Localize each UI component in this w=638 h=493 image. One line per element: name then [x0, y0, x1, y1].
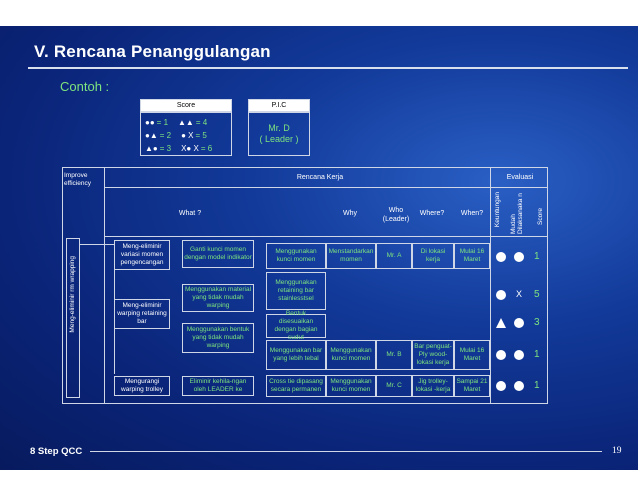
- circle-mark-icon: [514, 318, 524, 328]
- who-cell: Mr. B: [376, 340, 412, 370]
- rencana-header: Rencana Kerja: [296, 174, 344, 181]
- divider: [104, 236, 548, 237]
- page-number: 19: [612, 446, 622, 456]
- legend-row-3: ▲● = 3 X● X = 6: [145, 142, 212, 154]
- score-value: 5: [534, 289, 540, 300]
- legend-value: = 5: [195, 130, 207, 140]
- improve-label: Improve efficiency: [64, 172, 91, 187]
- divider: [490, 167, 491, 404]
- cause-cell: Menggunakan bentuk yang tidak mudah warp…: [182, 323, 254, 353]
- where-cell: Bar penguat-Ply wood-lokasi kerja: [412, 340, 454, 370]
- pic-role: ( Leader ): [259, 134, 299, 144]
- group-cell: Mengurangi warping trolley: [114, 376, 170, 396]
- score-legend-box: [140, 111, 232, 156]
- legend-symbol-right: ▲▲: [178, 117, 194, 127]
- legend-value: = 3: [159, 143, 172, 153]
- when-header: When?: [460, 210, 484, 217]
- legend-symbol-left: ●●: [145, 117, 155, 127]
- circle-mark-icon: [514, 381, 524, 391]
- eval-col-keuntungan: Keuntungan: [494, 192, 501, 228]
- legend-symbol-left: ●▲: [145, 130, 158, 140]
- cause-cell: Eliminir kehila-ngan oleh LEADER ke: [182, 376, 254, 396]
- group-cell: Meng-eliminir variasi momen pengencangan: [114, 240, 170, 270]
- eval-col-mudah: Mudah Dilaksanaka n: [510, 193, 524, 234]
- circle-mark-icon: [514, 350, 524, 360]
- where-cell: Di lokasi kerja: [412, 243, 454, 269]
- slide: V. Rencana Penanggulangan Contoh : Score…: [0, 26, 638, 470]
- circle-mark-icon: [496, 350, 506, 360]
- who-cell: Mr. C: [376, 375, 412, 397]
- legend-value: = 1: [156, 117, 169, 127]
- score-value: 1: [534, 380, 540, 391]
- why-header: Why: [343, 210, 357, 217]
- who-header: Who (Leader): [382, 207, 410, 223]
- action-cell: Cross tie dipasang secara permanen: [266, 375, 326, 397]
- divider: [104, 167, 105, 404]
- connector: [80, 244, 114, 245]
- plan-table: [62, 167, 548, 404]
- cause-cell: Menggunakan material yang tidak mudah wa…: [182, 284, 254, 312]
- side-label-box: [66, 238, 80, 398]
- evaluasi-header: Evaluasi: [506, 174, 534, 181]
- circle-mark-icon: [514, 252, 524, 262]
- when-cell: Mulai 16 Maret: [454, 340, 490, 370]
- group-cell: Meng-eliminir warping retaining bar: [114, 299, 170, 329]
- where-header: Where?: [419, 210, 445, 217]
- triangle-mark-icon: [496, 318, 506, 328]
- footer-label: 8 Step QCC: [30, 446, 83, 457]
- why-cell: Menggunakan kunci momen: [326, 375, 376, 397]
- pic-header: P.I.C: [248, 99, 310, 113]
- side-label: Meng-eliminir rm wrapping: [69, 256, 76, 333]
- action-cell: Menggunakan bar yang lebih tebal: [266, 340, 326, 370]
- title-rule: [28, 67, 628, 69]
- legend-symbol-left: ▲●: [145, 143, 158, 153]
- footer-rule: [90, 451, 602, 452]
- when-cell: Sampai 21 Maret: [454, 375, 490, 397]
- eval-col-score: Score: [537, 208, 544, 225]
- why-cell: Menstandarkan momen: [326, 243, 376, 269]
- score-header: Score: [140, 99, 232, 113]
- legend-row-1: ●● = 1 ▲▲ = 4: [145, 116, 207, 128]
- action-cell: Menggunakan retaining bar stainlesstsel: [266, 272, 326, 310]
- example-label: Contoh :: [60, 79, 110, 94]
- score-value: 1: [534, 251, 540, 262]
- circle-mark-icon: [496, 252, 506, 262]
- legend-value: = 2: [159, 130, 172, 140]
- circle-mark-icon: [496, 381, 506, 391]
- legend-symbol-right: ● X: [181, 130, 194, 140]
- where-cell: Jig trolley-lokasi -kerja: [412, 375, 454, 397]
- action-cell: Menggunakan kunci momen: [266, 243, 326, 269]
- pic-box: [248, 111, 310, 156]
- when-cell: Mulai 16 Maret: [454, 243, 490, 269]
- legend-value: = 6: [200, 143, 213, 153]
- action-cell: Bentuk disesuaikan dengan bagian sudut: [266, 310, 326, 341]
- cause-cell: Ganti kunci momen dengan model indikator: [182, 240, 254, 268]
- legend-symbol-right: X● X: [181, 143, 199, 153]
- who-cell: Mr. A: [376, 243, 412, 269]
- why-cell: Menggunakan kunci momen: [326, 340, 376, 370]
- pic-name: Mr. D: [268, 123, 290, 133]
- what-header: What ?: [178, 210, 202, 217]
- score-value: 3: [534, 317, 540, 328]
- score-value: 1: [534, 349, 540, 360]
- legend-row-2: ●▲ = 2 ● X = 5: [145, 129, 207, 141]
- cross-mark-icon: X: [516, 289, 523, 299]
- divider: [104, 187, 548, 188]
- circle-mark-icon: [496, 290, 506, 300]
- legend-value: = 4: [195, 117, 208, 127]
- slide-title: V. Rencana Penanggulangan: [34, 42, 271, 61]
